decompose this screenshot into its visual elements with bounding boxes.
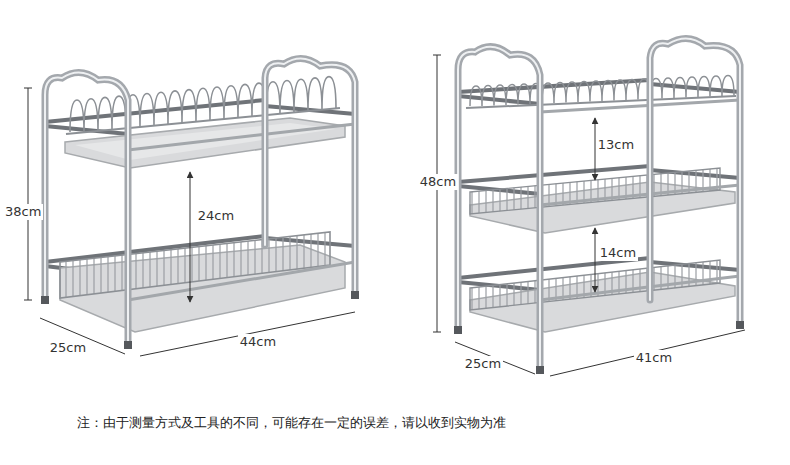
dimension-label: 25cm (48, 340, 88, 356)
dimension-label: 14cm (598, 245, 638, 261)
dimension-lines (24, 55, 745, 376)
dimension-label: 13cm (596, 137, 636, 153)
rack-two-tier (41, 58, 359, 349)
dimension-label: 38cm (3, 204, 43, 220)
note-text: 注：由于测量方式及工具的不同，可能存在一定的误差，请以收到实物为准 (75, 415, 508, 431)
dimension-label: 44cm (238, 334, 278, 350)
rack-three-tier (454, 38, 744, 374)
dimension-label: 41cm (634, 350, 674, 366)
dimension-label: 24cm (196, 208, 236, 224)
dimension-label: 48cm (418, 174, 458, 190)
dimension-label: 25cm (463, 356, 503, 372)
